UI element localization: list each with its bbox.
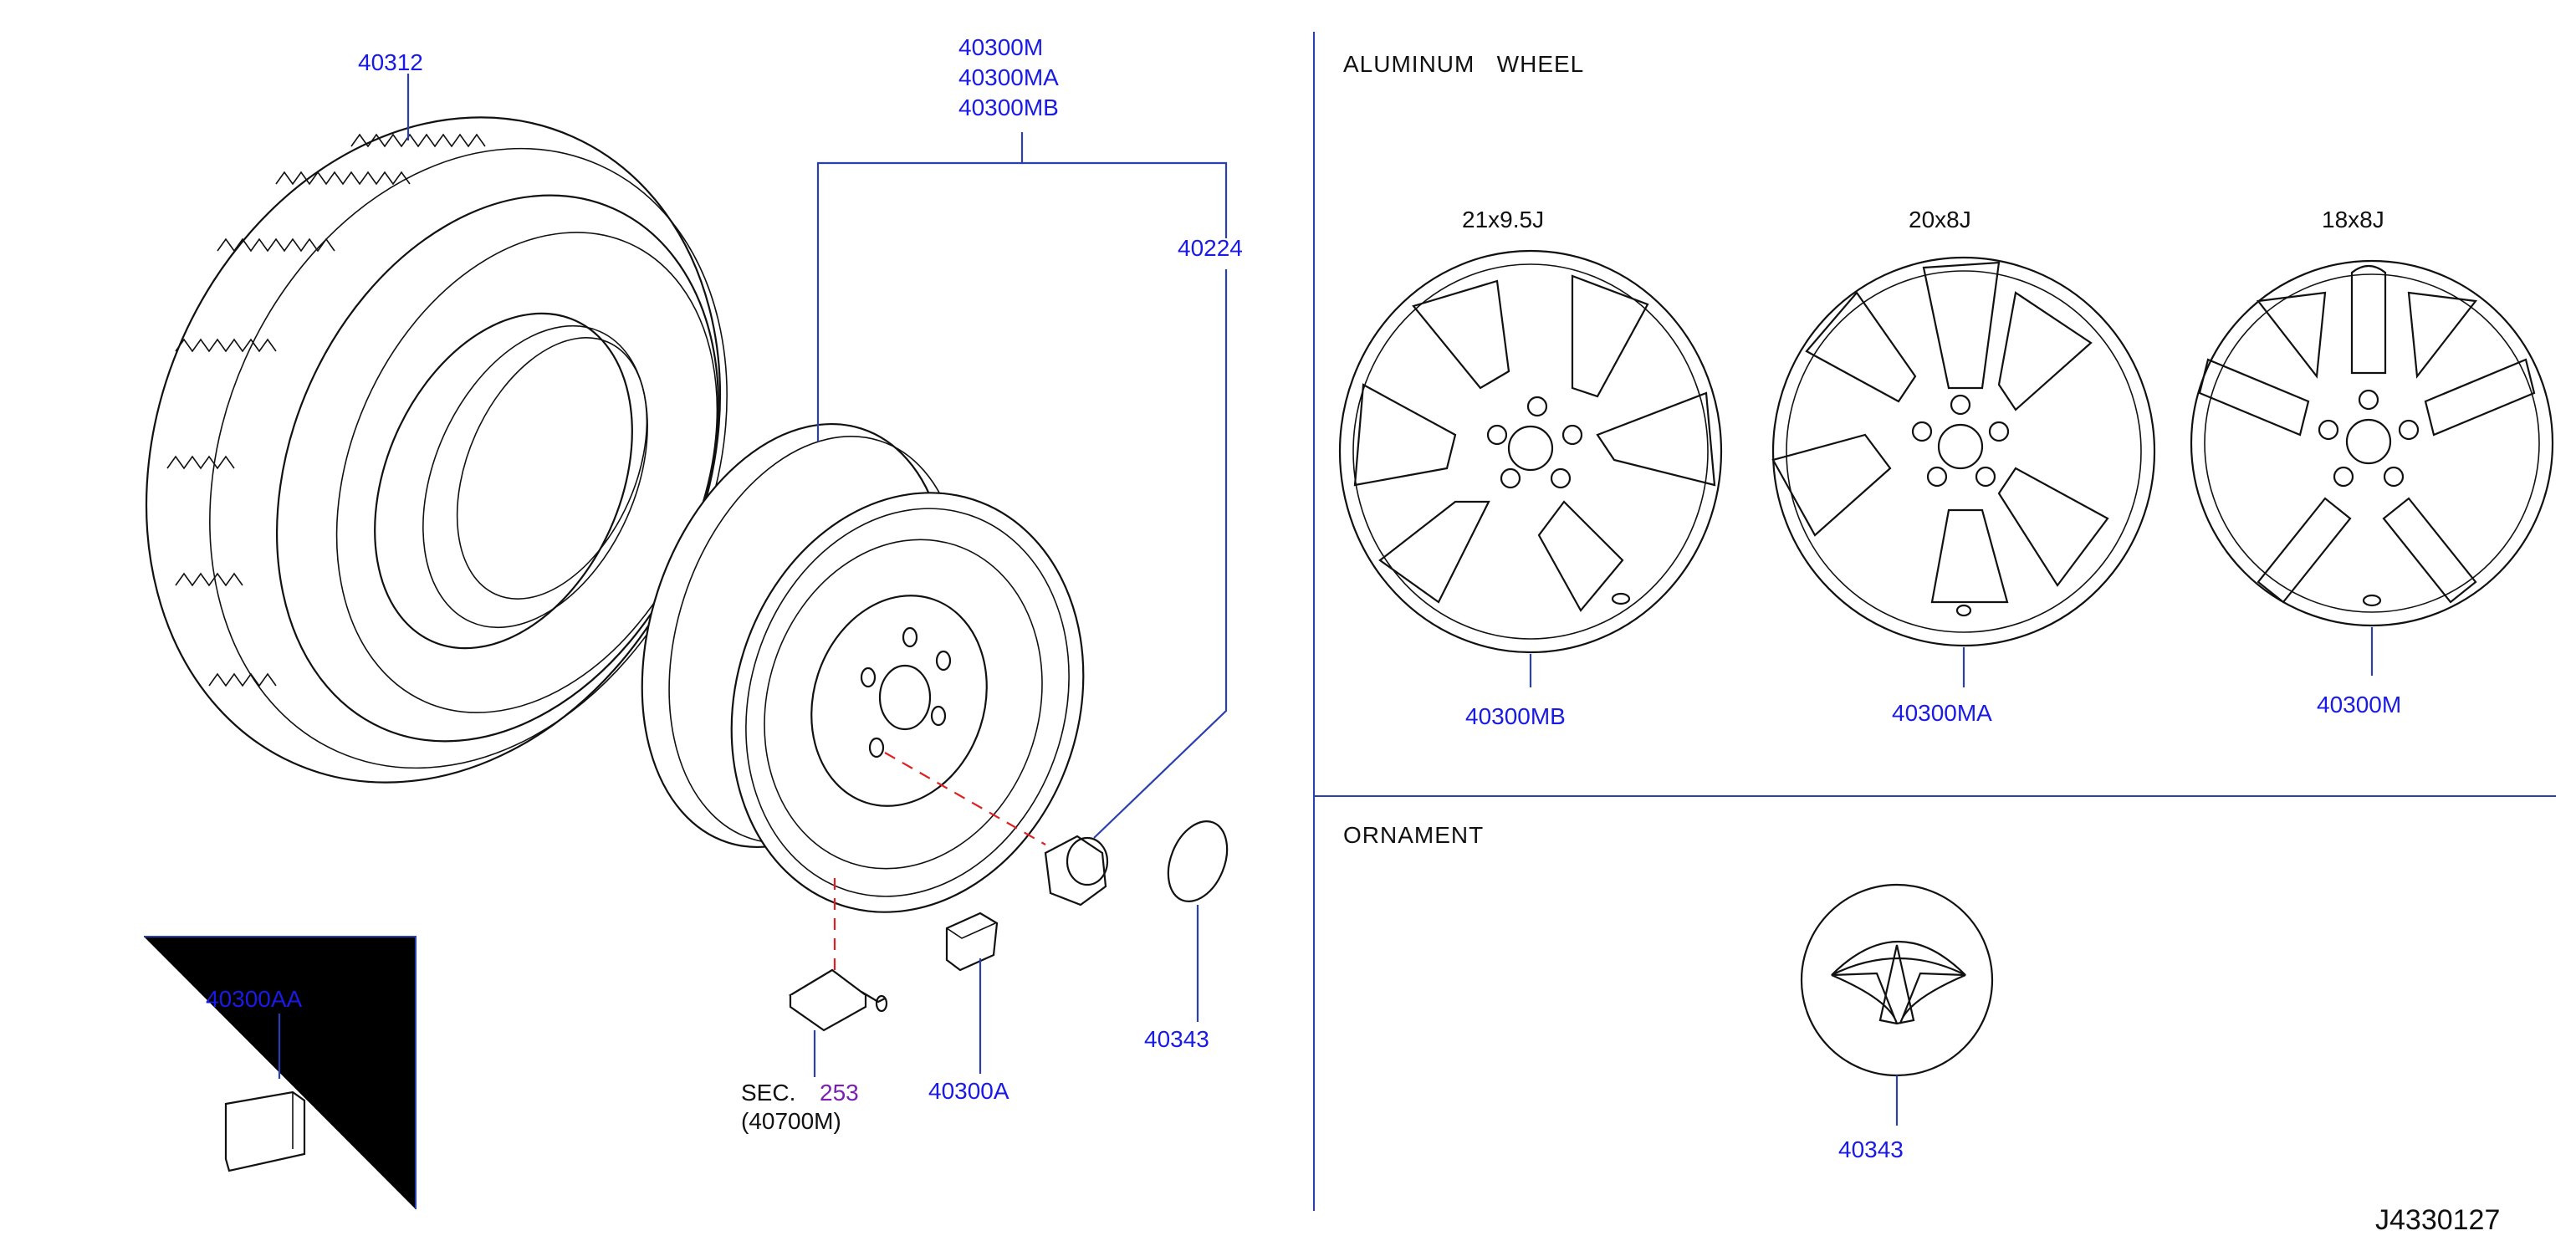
wheel-size-21: 21x9.5J — [1462, 207, 1544, 232]
wheel-size-20: 20x8J — [1909, 207, 1971, 232]
part-number-alloy-18[interactable]: 40300M — [2317, 692, 2401, 718]
ornament-title: ORNAMENT — [1343, 822, 1484, 848]
part-number-weight-a[interactable]: 40300A — [928, 1078, 1009, 1104]
alloy-wheel-20-drawing[interactable] — [1771, 256, 2156, 647]
part-number-weight-aa[interactable]: 40300AA — [206, 986, 303, 1012]
diagram-id: J4330127 — [2375, 1204, 2500, 1236]
sec-part-number: (40700M) — [741, 1108, 841, 1134]
part-number-nut[interactable]: 40224 — [1178, 235, 1243, 261]
nut-leader-lower — [1093, 269, 1228, 839]
part-number-ornament[interactable]: 40343 — [1838, 1136, 1904, 1162]
wheel-nut-drawing[interactable] — [1044, 835, 1109, 906]
part-number-alloy-21[interactable]: 40300MB — [1465, 703, 1566, 729]
part-number-wheel-1[interactable]: 40300M — [958, 34, 1043, 60]
balance-weight-aa-drawing[interactable] — [224, 1090, 306, 1172]
part-number-wheel-2[interactable]: 40300MA — [958, 64, 1059, 90]
center-cap-drawing[interactable] — [1158, 813, 1239, 911]
sec-number[interactable]: 253 — [820, 1080, 859, 1106]
tpms-sensor-drawing[interactable] — [788, 968, 888, 1032]
sec-label: SEC. — [741, 1080, 795, 1106]
alloy-wheel-18-drawing[interactable] — [2190, 259, 2554, 627]
wheel-leader — [816, 132, 1024, 442]
part-number-tire[interactable]: 40312 — [358, 49, 423, 75]
alloy-wheel-21-drawing[interactable] — [1338, 249, 1723, 654]
ornament-cap-drawing[interactable] — [1800, 883, 1994, 1077]
part-number-alloy-20[interactable]: 40300MA — [1892, 700, 1992, 726]
wheel-size-18: 18x8J — [2322, 207, 2384, 232]
tire-drawing[interactable] — [43, 25, 824, 875]
nut-centerline — [884, 752, 1046, 845]
aluminum-wheel-title: ALUMINUM WHEEL — [1343, 51, 1584, 77]
wheel-drawing[interactable] — [590, 385, 1137, 958]
part-number-wheel-3[interactable]: 40300MB — [958, 94, 1059, 120]
balance-weight-a-drawing[interactable] — [945, 912, 999, 972]
part-number-cap[interactable]: 40343 — [1144, 1026, 1209, 1052]
nut-leader — [1022, 161, 1228, 238]
